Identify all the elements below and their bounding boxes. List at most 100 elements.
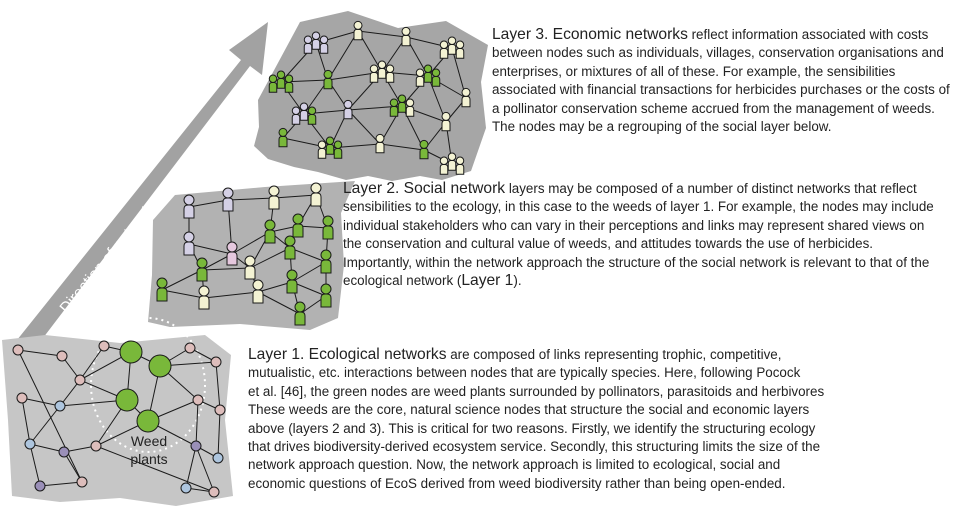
person-node <box>353 20 363 41</box>
person-node <box>294 301 306 326</box>
layer1-line2: mutualistic, etc. interactions between n… <box>248 365 801 381</box>
person-node <box>183 194 195 219</box>
person-node <box>196 257 208 282</box>
network-link <box>161 269 203 291</box>
weed-plants-label: Weed plants <box>114 432 184 468</box>
network-link <box>29 443 65 453</box>
person-node <box>322 215 334 240</box>
person-node <box>284 235 296 260</box>
person-node <box>397 94 407 113</box>
network-link <box>79 345 105 381</box>
layer1-line6: that drives biodiversity-derived ecosyst… <box>248 439 821 455</box>
layer1-line5: above (layers 2 and 3). This is critical… <box>248 420 816 436</box>
person-node <box>319 35 329 54</box>
species-node <box>98 340 110 352</box>
layer2-body: layers may be composed of a number of di… <box>343 181 934 289</box>
person-node <box>268 74 278 93</box>
network-link <box>249 247 291 269</box>
species-node <box>210 356 222 368</box>
person-node <box>264 219 276 244</box>
person-node <box>311 31 321 50</box>
person-node <box>291 106 301 125</box>
person-node <box>405 98 415 117</box>
species-node <box>190 440 202 452</box>
network-link <box>347 109 381 145</box>
weed-node <box>115 388 139 412</box>
person-node <box>401 26 411 47</box>
layer1-line8: economic questions of EcoS derived from … <box>248 475 786 491</box>
network-link <box>17 349 63 357</box>
species-node <box>192 394 204 406</box>
layer2-tail: ). <box>513 273 522 289</box>
layer2-nodes <box>156 182 334 326</box>
network-link <box>273 194 317 199</box>
species-node <box>54 400 66 412</box>
network-link <box>185 445 197 489</box>
person-node <box>385 64 395 83</box>
layer3-body: reflect information associated with cost… <box>492 27 950 135</box>
network-link <box>215 361 221 411</box>
person-node <box>226 241 238 266</box>
network-link <box>95 445 215 493</box>
person-node <box>307 106 317 125</box>
person-node <box>461 87 471 108</box>
network-link <box>257 291 301 315</box>
network-link <box>188 199 229 208</box>
network-link <box>21 397 61 407</box>
person-node <box>431 68 441 87</box>
species-node <box>76 476 88 488</box>
network-link <box>289 247 327 263</box>
layer2-ref: Layer 1 <box>461 272 514 290</box>
network-link <box>379 143 425 151</box>
species-node <box>180 482 192 494</box>
species-node <box>184 342 196 354</box>
weed-label-line1: Weed <box>130 433 168 449</box>
species-node <box>214 404 226 416</box>
person-node <box>325 136 335 155</box>
species-node <box>12 344 24 356</box>
network-link <box>291 261 327 283</box>
person-node <box>156 277 168 302</box>
species-node <box>34 480 46 492</box>
network-link <box>195 445 215 493</box>
person-node <box>439 156 449 175</box>
person-node <box>317 140 327 159</box>
weed-node <box>119 340 143 364</box>
person-node <box>320 283 332 308</box>
person-node <box>286 269 298 294</box>
person-node <box>299 102 309 121</box>
person-node <box>377 60 387 79</box>
person-node <box>343 99 353 120</box>
species-node <box>24 438 36 450</box>
person-node <box>423 64 433 83</box>
network-link <box>291 281 327 297</box>
person-node <box>441 111 451 132</box>
layer1-nodes <box>12 340 226 498</box>
person-node <box>278 127 288 148</box>
person-node <box>447 36 457 55</box>
layer1-text-1: are composed of links representing troph… <box>446 347 782 362</box>
person-node <box>419 139 429 160</box>
layer3-description: Layer 3. Economic networks reflect infor… <box>492 26 954 136</box>
species-node <box>90 440 102 452</box>
person-node <box>268 185 280 210</box>
network-link <box>217 409 221 459</box>
layer2-description: Layer 2. Social network layers may be co… <box>343 180 945 290</box>
layer1-panel <box>2 335 233 506</box>
network-link <box>195 399 199 447</box>
person-node <box>284 74 294 93</box>
person-node <box>310 182 322 207</box>
person-node <box>222 187 234 212</box>
person-node <box>375 133 385 154</box>
person-node <box>252 279 264 304</box>
species-node <box>56 350 68 362</box>
species-node <box>58 446 70 458</box>
network-link <box>21 397 31 445</box>
weed-label-line2: plants <box>130 451 168 467</box>
layer2-lead: Layer 2. Social network <box>343 180 506 197</box>
layer1-line4: These weeds are the core, natural scienc… <box>248 402 810 418</box>
network-link <box>17 349 83 483</box>
person-node <box>276 70 286 89</box>
network-link <box>327 30 359 81</box>
